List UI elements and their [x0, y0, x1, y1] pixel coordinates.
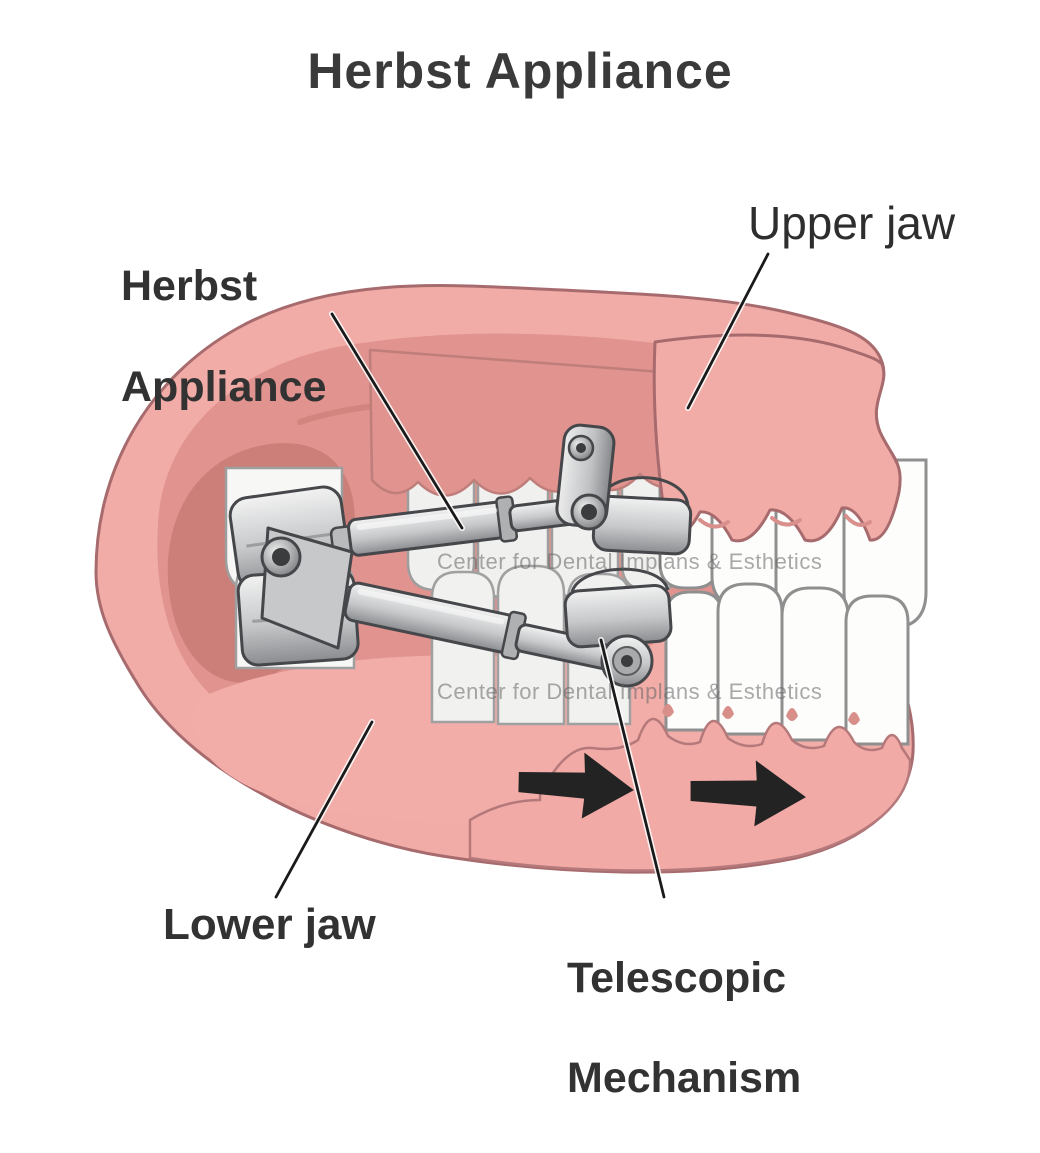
herbst-appliance-metal	[228, 423, 693, 688]
label-telescopic-line1: Telescopic	[567, 953, 787, 1002]
lower-telescopic-rod	[326, 581, 619, 671]
label-telescopic-line2: Mechanism	[567, 1053, 802, 1102]
watermark-upper: Center for Dental Implans & Esthetics	[437, 549, 823, 574]
page-title: Herbst Appliance	[307, 43, 733, 99]
arrow-right-icon	[518, 752, 806, 827]
label-telescopic-mechanism: Telescopic Mechanism	[567, 904, 801, 1153]
leader-line-herbst	[330, 312, 464, 530]
arrow-right-icon	[690, 760, 806, 827]
upper-premolar-anchor	[555, 423, 693, 556]
label-herbst-appliance: Herbst Appliance	[121, 210, 327, 464]
label-herbst-line1: Herbst	[121, 261, 258, 310]
label-herbst-line2: Appliance	[121, 363, 327, 412]
label-upper-jaw: Upper jaw	[748, 197, 956, 249]
left-pivot-arm	[260, 526, 354, 650]
upper-gum-scallops	[368, 333, 902, 543]
watermark-lower: Center for Dental Implans & Esthetics	[437, 679, 823, 704]
label-lower-jaw: Lower jaw	[163, 900, 376, 949]
lower-incisors	[664, 582, 910, 746]
leader-line-telescopic	[599, 638, 666, 899]
lower-gum-scallops	[468, 704, 912, 872]
leader-line-upper-jaw	[686, 252, 770, 410]
herbst-appliance-diagram: Herbst Appliance Herbst Appliance Upper …	[94, 43, 956, 1102]
leader-lines	[273, 251, 771, 900]
leader-line-lower-jaw	[274, 720, 374, 899]
lower-premolar-anchor	[563, 567, 673, 688]
jaw-illustration	[94, 251, 928, 900]
